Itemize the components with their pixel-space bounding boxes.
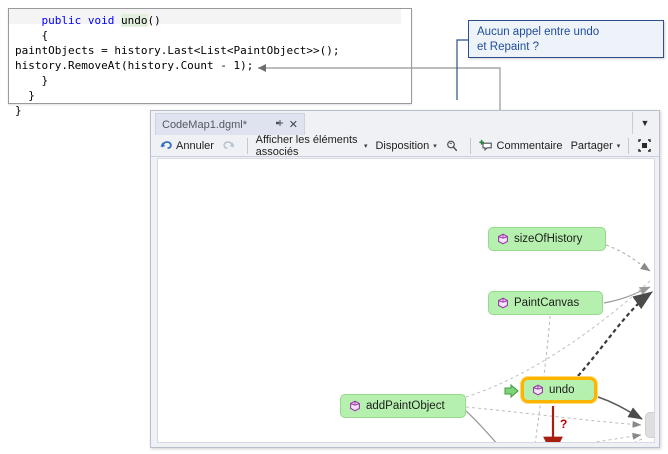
code-line-6: } [15,89,35,102]
highlighted-token: undo [121,14,148,27]
redo-button[interactable] [218,136,243,156]
chevron-down-icon: ▾ [433,142,437,150]
code-map-canvas[interactable]: sizeOfHistory PaintCanvas history addPai… [157,158,655,443]
current-line-highlight [9,9,401,24]
node-label: sizeOfHistory [514,233,583,245]
code-editor-pane: public void undo() { paintObjects = hist… [8,8,412,117]
comment-label: Commentaire [496,139,563,152]
layout-button[interactable]: Disposition ▾ [371,136,440,156]
chevron-down-icon[interactable]: ▼ [640,118,650,128]
code-line-3: paintObjects = history.Last<List<PaintOb… [15,44,340,57]
toolbar-divider-1 [246,137,248,154]
node-addPaintObject[interactable]: addPaintObject [340,394,466,418]
node-PaintCanvas[interactable]: PaintCanvas [488,291,603,315]
tab-divider [632,112,633,134]
callout-note: Aucun appel entre undo et Repaint ? [468,20,664,58]
redo-arrow-icon [222,139,236,153]
undo-label: Annuler [176,139,214,152]
selection-pointer-icon [504,383,519,399]
code-line-2: { [15,29,49,42]
undo-button[interactable]: Annuler [155,136,218,156]
method-icon [497,297,509,309]
tab-label: CodeMap1.dgml* [162,118,247,131]
toolbar-divider-3 [628,137,629,154]
node-label: addPaintObject [366,400,445,412]
node-label: PaintCanvas [514,297,580,309]
share-button[interactable]: Partager ▾ [567,136,625,156]
chevron-down-icon: ▾ [363,142,368,150]
node-label: undo [549,384,575,396]
code-line-7: } [15,104,22,117]
tab-strip: CodeMap1.dgml* ✕ ▼ [151,111,659,135]
field-icon [654,419,655,431]
fit-to-screen-button[interactable] [633,136,659,156]
code-text: public void undo() { paintObjects = hist… [15,13,409,118]
comment-button[interactable]: Commentaire [475,136,567,156]
code-line-1: public void undo() [41,14,161,27]
code-to-map-connector [258,64,501,125]
code-line-5: } [15,74,49,87]
method-icon [349,400,361,412]
share-label: Partager [570,139,613,152]
callout-line-2: et Repaint ? [477,41,540,53]
pin-icon[interactable] [274,118,285,132]
layout-label: Disposition [375,139,430,152]
tab-codemap1-dgml[interactable]: CodeMap1.dgml* ✕ [155,113,305,135]
zoom-button[interactable] [441,136,466,156]
toolbar-divider-2 [469,137,471,154]
method-icon [532,384,544,396]
show-related-elements-button[interactable]: Afficher les éléments associés ▾ [252,133,372,158]
close-icon[interactable]: ✕ [288,119,298,131]
callout-leader-line [456,39,469,100]
undo-arrow-icon [159,139,173,153]
graph-edges [465,244,654,442]
node-paintObjects[interactable]: paintObjects [645,412,655,438]
node-sizeOfHistory[interactable]: sizeOfHistory [488,227,606,251]
chevron-down-icon: ▾ [616,142,621,150]
magnifier-icon [445,139,459,153]
code-map-window: CodeMap1.dgml* ✕ ▼ Annuler Afficher les … [150,110,660,448]
node-undo[interactable]: undo [521,377,597,403]
method-icon [497,233,509,245]
show-related-label: Afficher les éléments associés [255,133,358,158]
code-line-4: history.RemoveAt(history.Count - 1); [15,59,254,72]
missing-call-question-mark: ? [560,417,568,431]
callout-line-1: Aucun appel entre undo [477,26,600,38]
comment-bubble-icon [478,139,494,153]
map-toolbar: Annuler Afficher les éléments associés ▾… [151,133,659,158]
fit-to-screen-icon [637,138,652,153]
callout-text: Aucun appel entre undo et Repaint ? [477,25,659,55]
